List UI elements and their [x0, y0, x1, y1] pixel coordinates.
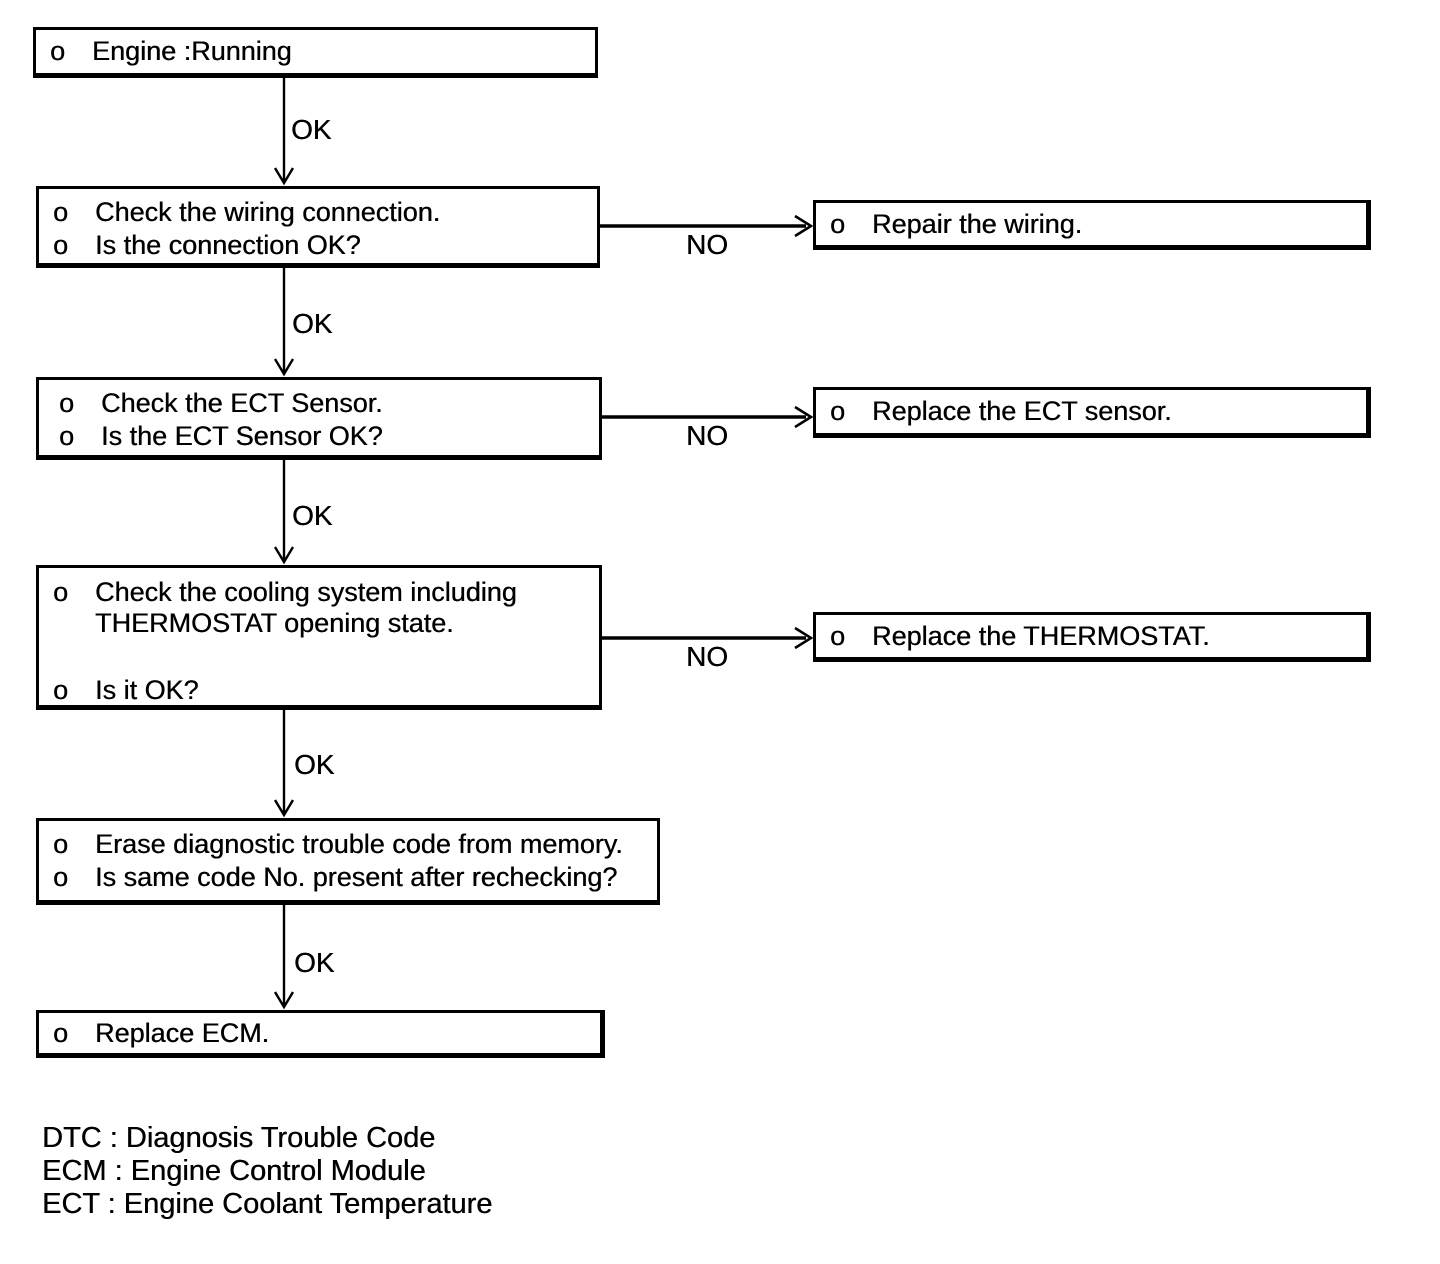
node-check-wiring: o Check the wiring connection. o Is the … — [36, 186, 600, 268]
edge-label-ok-3: OK — [292, 500, 333, 531]
bullet-marker: o — [53, 577, 69, 607]
legend-line-dtc: DTC : Diagnosis Trouble Code — [42, 1122, 436, 1154]
node-line-text: Is it OK? — [95, 675, 199, 705]
bullet-marker: o — [59, 388, 75, 418]
node-check-cooling-system: o Check the cooling system including THE… — [36, 565, 602, 710]
node-line-text: Check the wiring connection. — [95, 197, 441, 227]
node-erase-dtc: o Erase diagnostic trouble code from mem… — [36, 818, 660, 905]
node-row: o Engine :Running — [36, 30, 595, 73]
node-row: o Is the ECT Sensor OK? — [45, 420, 599, 453]
node-repair-wiring: o Repair the wiring. — [813, 200, 1371, 250]
node-row: o Replace ECM. — [39, 1013, 600, 1053]
bullet-marker: o — [53, 862, 69, 892]
node-row: o Is it OK? — [39, 675, 599, 706]
edge-label-ok-4: OK — [294, 749, 335, 780]
abbreviation-legend: DTC : Diagnosis Trouble Code ECM : Engin… — [42, 1122, 492, 1221]
edge-label-no-3: NO — [686, 641, 728, 672]
node-line-text: Check the cooling system including — [95, 577, 517, 607]
edge-label-ok-2: OK — [292, 308, 333, 339]
node-line-text: Replace the THERMOSTAT. — [872, 620, 1210, 651]
edge-arrow-ok-5 — [273, 905, 295, 1010]
node-row: o Check the wiring connection. — [39, 196, 597, 229]
bullet-marker: o — [50, 36, 66, 66]
edge-arrow-ok-4 — [273, 710, 295, 818]
node-line-text: Is same code No. present after recheckin… — [95, 862, 618, 892]
bullet-marker: o — [53, 829, 69, 859]
node-check-ect-sensor: o Check the ECT Sensor. o Is the ECT Sen… — [36, 377, 602, 460]
edge-label-no-2: NO — [686, 420, 728, 451]
legend-line-ecm: ECM : Engine Control Module — [42, 1155, 426, 1187]
node-replace-thermostat: o Replace the THERMOSTAT. — [813, 612, 1371, 662]
edge-label-ok-5: OK — [294, 947, 335, 978]
bullet-marker: o — [59, 421, 75, 451]
bullet-marker: o — [830, 396, 846, 426]
bullet-marker: o — [830, 620, 846, 651]
bullet-marker: o — [53, 230, 69, 260]
edge-arrow-ok-2 — [273, 268, 295, 377]
edge-label-no-1: NO — [686, 229, 728, 260]
node-line-text: Engine :Running — [92, 36, 292, 66]
node-line-text: Is the connection OK? — [95, 230, 361, 260]
edge-arrow-ok-3 — [273, 460, 295, 565]
bullet-marker: o — [53, 197, 69, 227]
node-row: o Is same code No. present after recheck… — [39, 861, 657, 894]
node-replace-ecm: o Replace ECM. — [36, 1010, 605, 1058]
node-line-text: Repair the wiring. — [872, 208, 1083, 239]
node-line-text: Replace the ECT sensor. — [872, 396, 1172, 426]
node-line-text: Check the ECT Sensor. — [101, 388, 383, 418]
bullet-marker: o — [53, 1017, 69, 1048]
node-row: o Is the connection OK? — [39, 229, 597, 262]
legend-line-ect: ECT : Engine Coolant Temperature — [42, 1188, 493, 1220]
node-replace-ect-sensor: o Replace the ECT sensor. — [813, 387, 1371, 438]
node-row: o Replace the ECT sensor. — [816, 390, 1366, 433]
bullet-marker: o — [53, 675, 69, 705]
node-row: o Check the ECT Sensor. — [45, 387, 599, 420]
node-row: o Erase diagnostic trouble code from mem… — [39, 828, 657, 861]
node-line-text: Replace ECM. — [95, 1017, 270, 1048]
node-row: o Replace the THERMOSTAT. — [816, 615, 1366, 657]
bullet-marker: o — [830, 208, 846, 239]
node-line-text: THERMOSTAT opening state. — [95, 608, 454, 638]
node-engine-running: o Engine :Running — [33, 27, 598, 78]
node-row: THERMOSTAT opening state. — [39, 608, 599, 639]
node-line-text: Is the ECT Sensor OK? — [101, 421, 383, 451]
node-line-text: Erase diagnostic trouble code from memor… — [95, 829, 623, 859]
node-row: o Repair the wiring. — [816, 203, 1366, 245]
node-row: o Check the cooling system including — [39, 577, 599, 608]
edge-label-ok-1: OK — [291, 114, 332, 145]
